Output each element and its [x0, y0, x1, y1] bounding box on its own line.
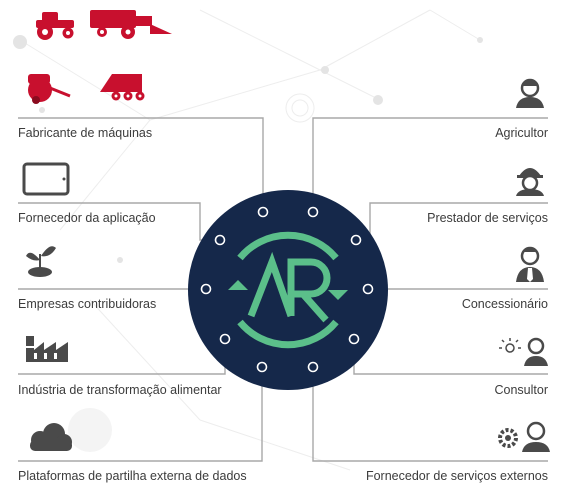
label-prestador-de-servicos: Prestador de serviços — [427, 211, 548, 225]
label-industria-transformacao-alimentar: Indústria de transformação alimentar — [18, 383, 222, 397]
factory-icon — [26, 336, 68, 362]
connector-fornecedor-externos — [312, 367, 548, 462]
tablet-icon — [22, 162, 70, 196]
cloud-icon — [30, 423, 72, 451]
label-fornecedor-servicos-externos: Fornecedor de serviços externos — [365, 469, 548, 483]
label-fornecedor-da-aplicacao: Fornecedor da aplicação — [18, 211, 156, 225]
combine-harvester-icon — [90, 10, 172, 39]
plant-sprout-icon — [26, 246, 56, 277]
label-plataformas-partilha-dados: Plataformas de partilha externa de dados — [18, 469, 247, 483]
connector-agricultor — [312, 117, 548, 212]
round-baler-icon — [28, 74, 71, 104]
tractor-icon — [36, 12, 74, 40]
label-agricultor: Agricultor — [495, 126, 548, 140]
ar-logo — [237, 231, 339, 349]
connector-consultor — [353, 339, 548, 375]
square-baler-icon — [100, 74, 145, 101]
consultant-idea-person-icon — [499, 337, 548, 366]
farmer-person-icon — [516, 78, 544, 108]
connection-points — [200, 206, 374, 373]
label-fabricante-de-maquinas: Fabricante de máquinas — [18, 126, 153, 140]
label-concessionario: Concessionário — [461, 297, 548, 311]
ar-logo-arrows — [228, 280, 348, 300]
connector-plataformas — [18, 367, 263, 462]
dealer-tie-person-icon — [516, 246, 544, 282]
gears-person-icon — [498, 421, 550, 452]
connector-fabricante — [18, 117, 264, 212]
label-consultor: Consultor — [494, 383, 549, 397]
background-network — [19, 9, 481, 471]
background-dots — [13, 35, 483, 263]
worker-helmet-person-icon — [516, 168, 544, 196]
label-empresas-contribuidoras: Empresas contribuidoras — [18, 297, 157, 311]
